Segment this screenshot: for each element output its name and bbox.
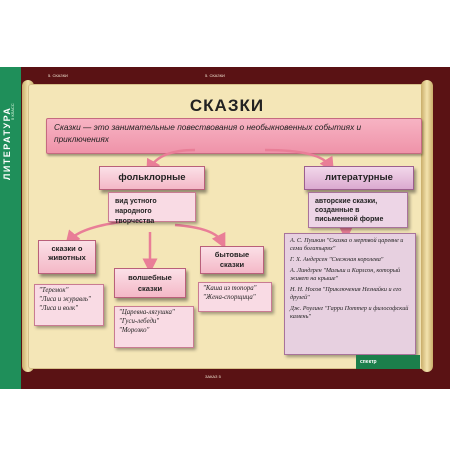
list-item: "Царевна-лягушка" xyxy=(119,309,175,316)
arrow-to-literary xyxy=(264,148,334,173)
arrow-to-folk xyxy=(146,148,196,175)
arrow-to-animals xyxy=(65,220,121,246)
everyday-tales-examples: "Каша из топора" "Жена-спорщица" xyxy=(198,282,272,312)
order-label: ЗАКАЗ 5 xyxy=(205,374,221,379)
literary-tales-header: литературные xyxy=(304,166,414,190)
list-item: А. С. Пушкин "Сказка о мертвой царевне и… xyxy=(290,237,404,252)
magic-tales-examples: "Царевна-лягушка" "Гуси-лебеди" "Морозко… xyxy=(114,306,194,348)
list-item: Дж. Роулинг "Гарри Поттер и философский … xyxy=(290,305,409,320)
list-item: Н. Н. Носов "Приключения Незнайки и его … xyxy=(290,286,402,301)
folk-tales-description: вид устного народного творчества xyxy=(108,192,196,225)
folk-tales-header: фольклорные xyxy=(99,166,205,190)
subject-strip xyxy=(0,67,21,389)
list-item: "Лиса и журавль" xyxy=(39,296,91,303)
arrow-to-everyday xyxy=(174,223,226,249)
list-item: "Каша из топора" xyxy=(203,285,257,292)
list-item: "Жена-спорщица" xyxy=(203,294,256,301)
list-item: Г. Х. Андерсен "Снежная королева" xyxy=(290,256,384,263)
animal-tales-examples: "Теремок" "Лиса и журавль" "Лиса и волк" xyxy=(34,284,104,326)
magic-tales-header: волшебные сказки xyxy=(114,268,186,298)
definition-text: Сказки — это занимательные повествования… xyxy=(54,122,362,144)
list-item: "Лиса и волк" xyxy=(39,305,78,312)
literary-examples-list: А. С. Пушкин "Сказка о мертвой царевне и… xyxy=(284,233,416,355)
page-title: СКАЗКИ xyxy=(189,96,265,115)
literary-tales-description: авторские сказки, созданные в письменной… xyxy=(308,192,408,228)
list-item: "Гуси-лебеди" xyxy=(119,318,160,325)
poster-number-center: 5. СКАЗКИ xyxy=(205,73,225,78)
definition-band xyxy=(46,118,422,154)
animal-tales-header: сказки о животных xyxy=(38,240,96,274)
logo-text: спектр xyxy=(360,359,377,365)
list-item: "Морозко" xyxy=(119,327,150,334)
scroll-right-roll xyxy=(421,80,433,372)
poster-number-left: 5. СКАЗКИ xyxy=(48,73,68,78)
list-item: А. Линдгрен "Малыш и Карлсон, который жи… xyxy=(290,267,401,282)
everyday-tales-header: бытовые сказки xyxy=(200,246,264,274)
publisher-logo: спектр xyxy=(356,355,420,369)
list-item: "Теремок" xyxy=(39,287,69,294)
